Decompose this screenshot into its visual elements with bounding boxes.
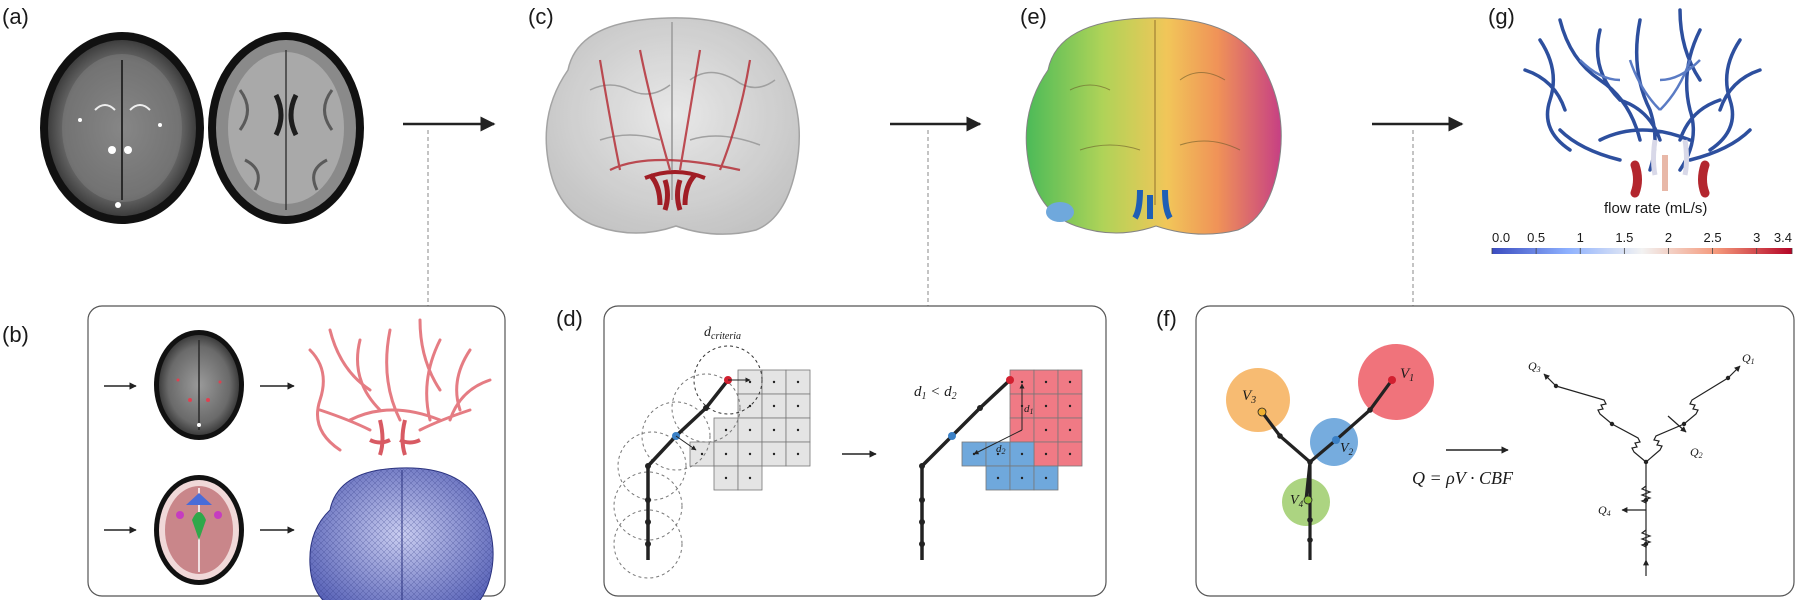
panel-label-g: (g) [1488,4,1515,29]
colored-voxel-grid [961,369,1083,491]
colorbar-tick-label: 0.5 [1527,230,1545,245]
panel-d-content: dcriteria [613,325,1083,579]
v2-label: V2 [1340,441,1354,457]
segmented-mri-tissue [154,475,244,585]
mri-slice-t1 [208,32,364,224]
panel-f-content: V1 V2 V3 V4 Q = ρV · CBF Q1 Q2 Q3 Q4 [1226,344,1755,576]
v1-label: V1 [1400,366,1414,384]
d-criteria-label: dcriteria [704,325,741,342]
colorbar-tick-label: 2.5 [1704,230,1722,245]
panel-f-box [1195,305,1795,597]
cbf-equation: Q = ρV · CBF [1412,468,1514,488]
panel-label-d: (d) [556,306,583,331]
territory-circle-v3 [1226,368,1290,432]
q2-label: Q2 [1690,445,1703,460]
q4-label: Q4 [1598,503,1611,518]
panel-label-c: (c) [528,4,554,29]
segmented-mri-vessel [154,330,244,440]
colorbar-gradient [1492,248,1792,254]
v3-label: V3 [1242,388,1256,406]
panel-label-e: (e) [1020,4,1047,29]
colorbar-tick-label: 0.0 [1492,230,1510,245]
search-radius-circles [613,345,763,579]
d1-label: d1 [1024,403,1034,416]
panel-b-content [104,318,494,600]
colorbar-title: flow rate (mL/s) [1604,200,1707,217]
brain-territory-map [1025,17,1282,235]
panel-label-f: (f) [1156,306,1177,331]
mri-slice-tof [40,32,204,224]
colorbar-tick-label: 3 [1753,230,1760,245]
colorbar-tick-label: 1.5 [1615,230,1633,245]
brain-vessel-overlay [545,17,801,235]
colorbar-tick-label: 1 [1577,230,1584,245]
colorbar-tick-label: 2 [1665,230,1672,245]
vessel-flow-tree [1523,8,1762,198]
distance-comparison-label: d1 < d2 [914,384,957,402]
colorbar-ticks: 0.0 0.5 1 1.5 2 2.5 3 3.4 [1491,230,1793,254]
vessel-tree-segmentation [308,318,492,456]
brain-mesh [309,467,494,600]
q3-label: Q3 [1528,359,1541,374]
colorbar: flow rate (mL/s) 0.0 0.5 1 1.5 2 2.5 3 3.4 [1491,200,1793,254]
panel-label-a: (a) [2,4,29,29]
d2-label: d2 [996,443,1006,456]
colorbar-tick-label: 3.4 [1774,230,1792,245]
q1-label: Q1 [1742,351,1755,366]
v4-label: V4 [1290,493,1304,509]
panel-label-b: (b) [2,322,29,347]
